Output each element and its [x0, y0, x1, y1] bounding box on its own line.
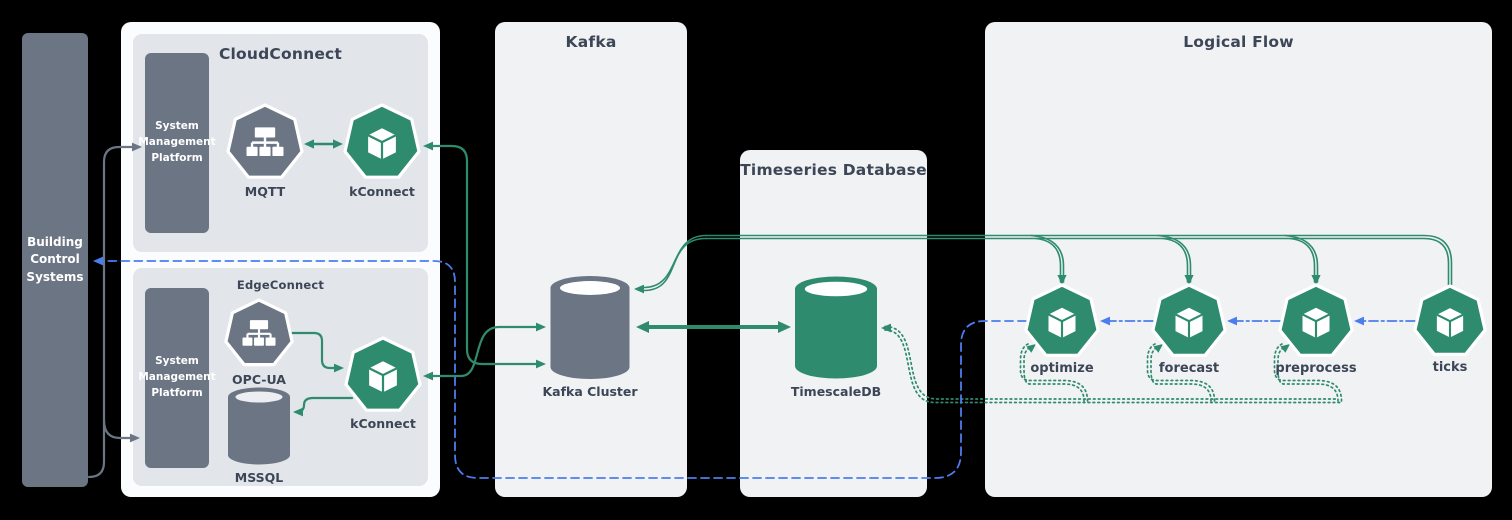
kafka-title: Kafka	[565, 33, 617, 51]
kafka-container: Kafka	[495, 22, 687, 497]
preprocess-label: preprocess	[1275, 361, 1357, 376]
smp-edge-label: System Management Platform	[138, 355, 216, 399]
kafka-cluster-label: Kafka Cluster	[542, 384, 638, 399]
opcua-label: OPC-UA	[232, 372, 286, 387]
logical-flow-container: Logical Flow	[985, 22, 1492, 497]
timeseries-database-container: Timeseries Database	[740, 150, 927, 497]
kconnect-edge-label: kConnect	[350, 416, 416, 431]
kconnect-cloud-label: kConnect	[349, 184, 415, 199]
optimize-label: optimize	[1030, 361, 1094, 376]
logical-flow-title: Logical Flow	[1183, 33, 1294, 51]
smp-cloud-box: System Management Platform	[138, 53, 216, 233]
building-control-systems-box: Building Control Systems	[22, 33, 88, 487]
forecast-label: forecast	[1158, 361, 1220, 376]
mqtt-label: MQTT	[244, 184, 286, 199]
cloudconnect-title: CloudConnect	[218, 45, 343, 63]
timeseries-database-title: Timeseries Database	[740, 161, 927, 179]
smp-edge-box: System Management Platform	[138, 288, 216, 468]
timescaledb-label: TimescaleDB	[790, 384, 882, 399]
mssql-label: MSSQL	[234, 470, 284, 485]
building-control-systems-label: Building Control Systems	[26, 234, 84, 284]
ticks-label: ticks	[1432, 360, 1468, 375]
smp-cloud-label: System Management Platform	[138, 120, 216, 164]
arrowhead-blue-into-bcs	[93, 256, 103, 266]
